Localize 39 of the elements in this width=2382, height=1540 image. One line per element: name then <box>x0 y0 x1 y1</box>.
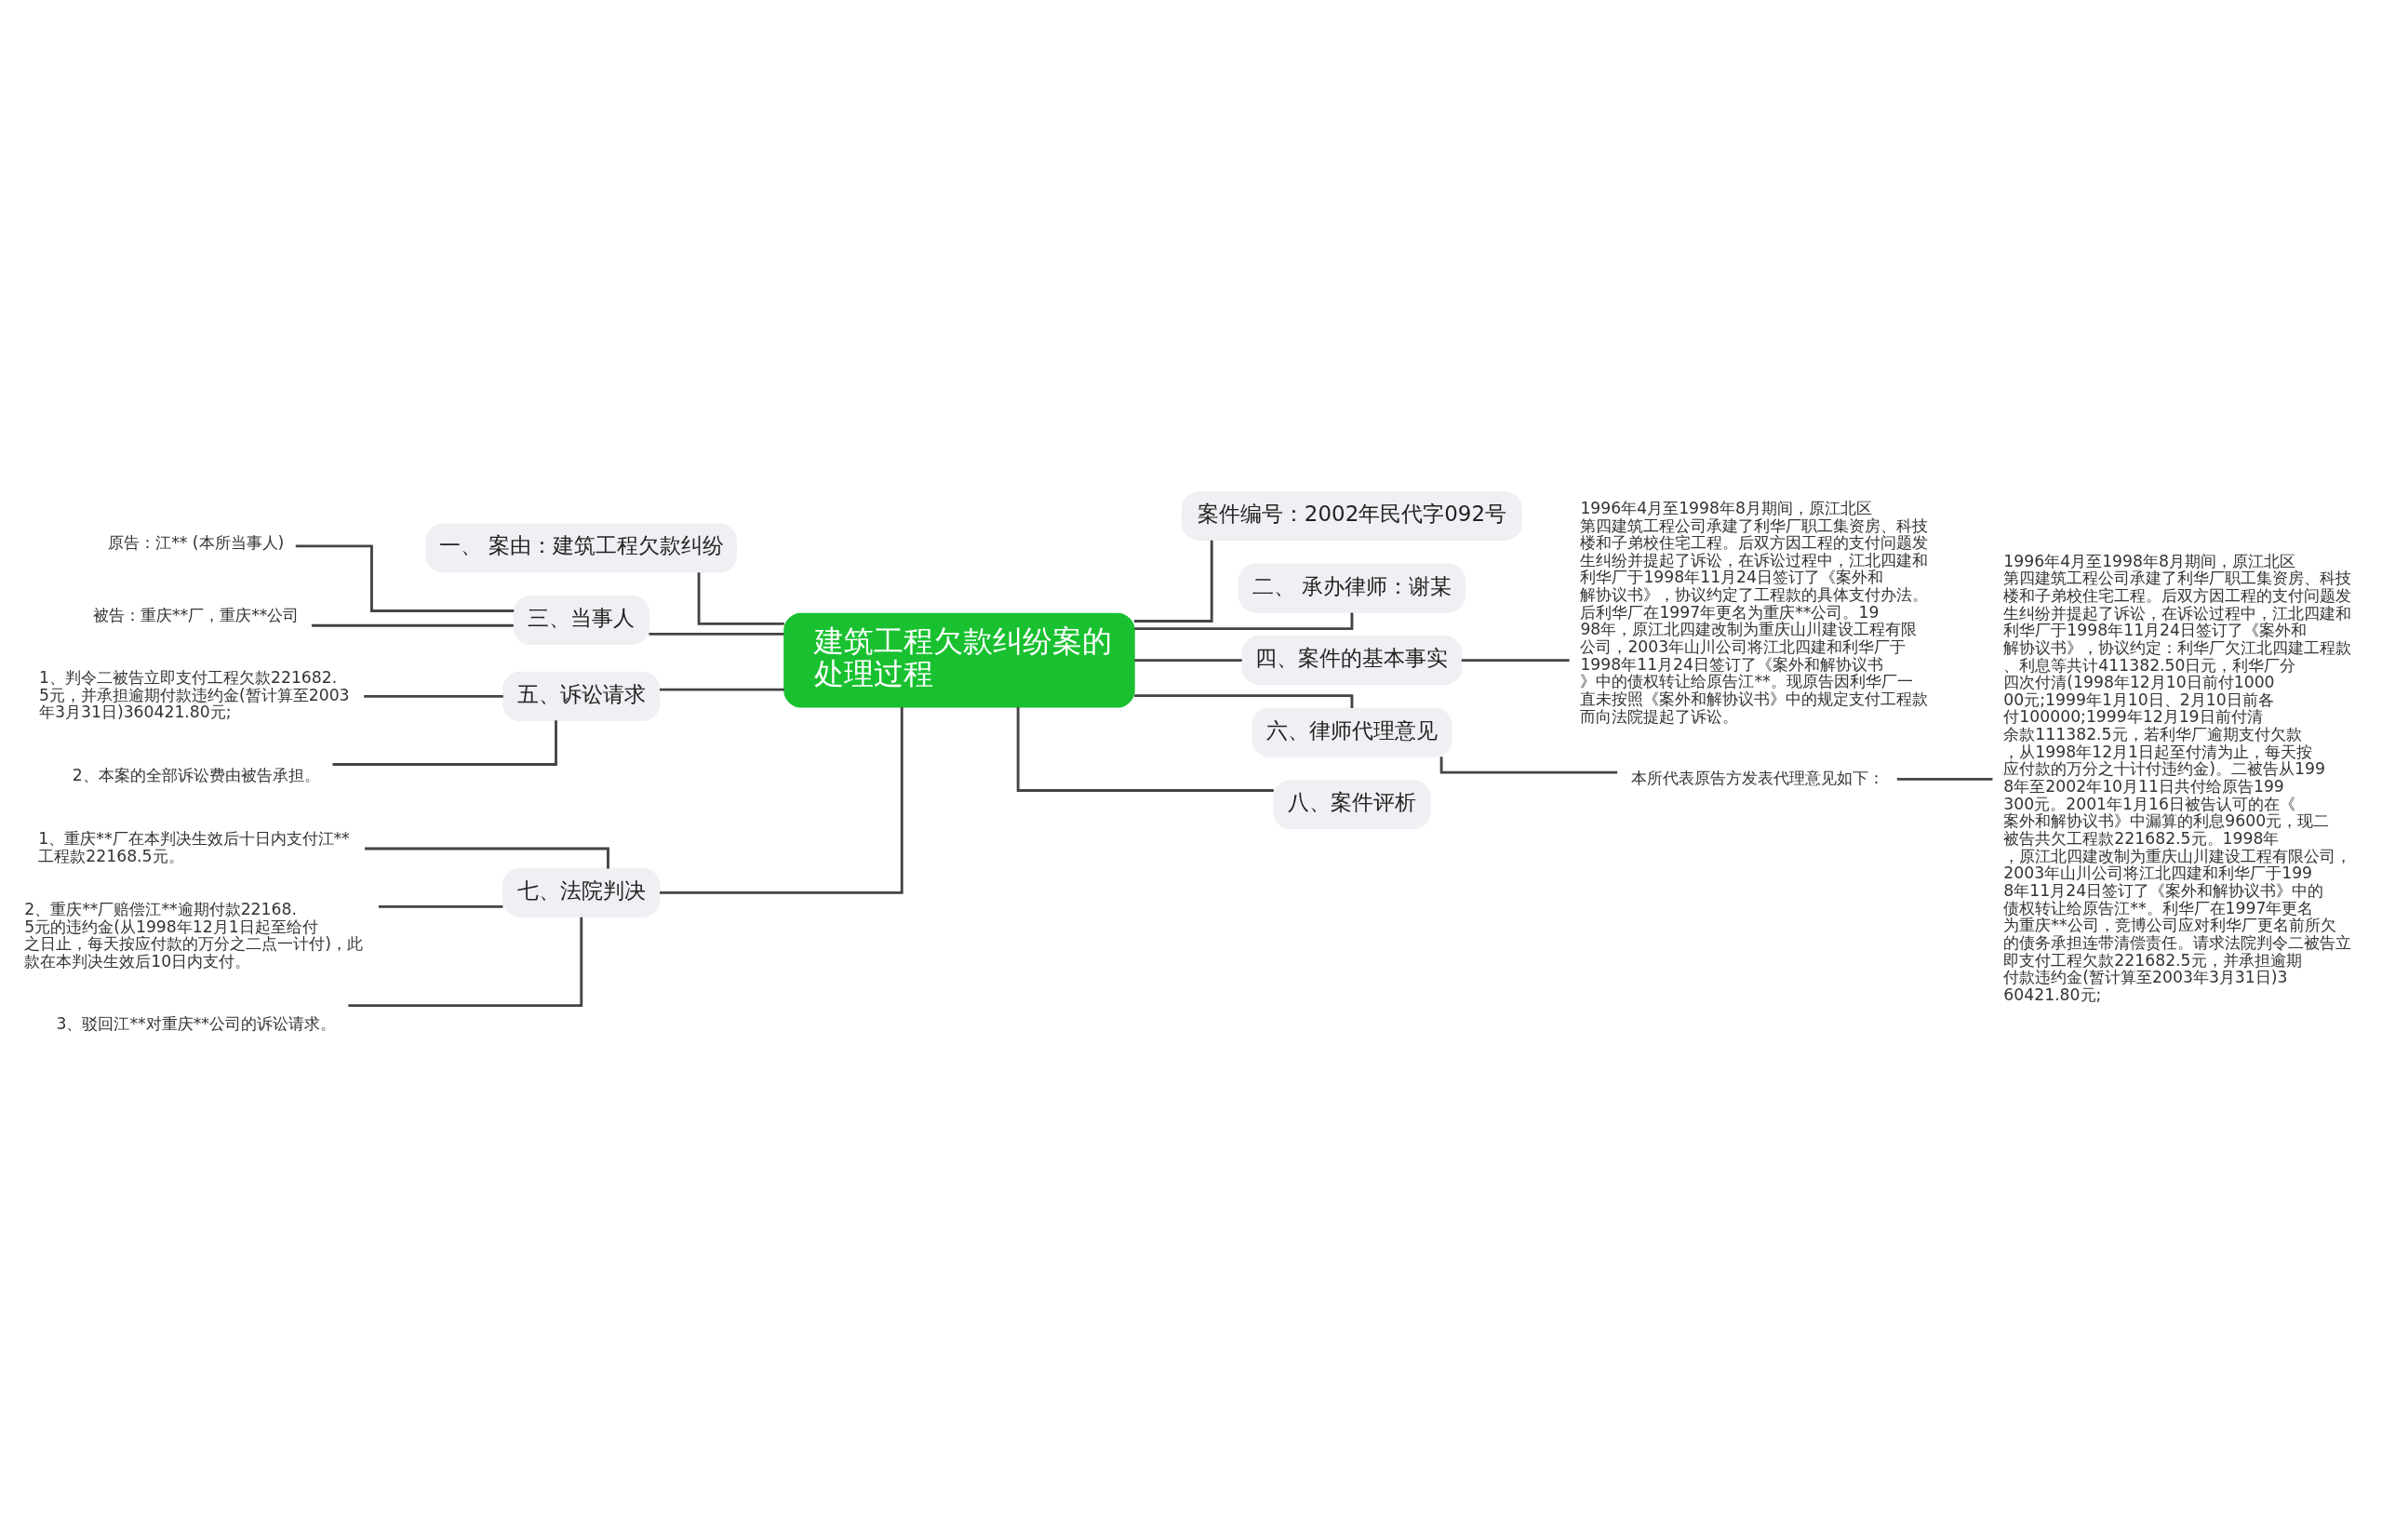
node-box: 二、 承办律师：谢某 <box>1238 563 1465 613</box>
connector <box>1896 777 1993 781</box>
node-text: 3、驳回江**对重庆**公司的诉讼请求。 <box>56 1013 336 1033</box>
connector <box>364 694 503 698</box>
node-box: 八、案件评析 <box>1273 779 1431 829</box>
connector <box>1134 658 1242 662</box>
connector <box>311 623 514 627</box>
node-text: 原告：江** (本所当事人) <box>108 532 285 552</box>
node-text: 2、本案的全部诉讼费由被告承担。 <box>72 765 320 784</box>
connector <box>1134 611 1354 630</box>
node-text: 本所代表原告方发表代理意见如下： <box>1630 768 1884 787</box>
node-box: 案件编号：2002年民代字092号 <box>1181 490 1522 541</box>
connector <box>1016 706 1274 792</box>
connector <box>365 847 609 868</box>
node-box: 六、律师代理意见 <box>1251 707 1452 757</box>
connector <box>348 917 583 1007</box>
node-text: 1、重庆**厂在本判决生效后十日内支付江**工程款22168.5元。 <box>38 828 350 865</box>
connector <box>295 543 515 612</box>
connector <box>649 632 784 636</box>
connector <box>697 571 784 625</box>
node-text: 2、重庆**厂赔偿江**逾期付款22168.5元的违约金(从1998年12月1日起至给付之日止，每天按应付款的万分之二点一计付)，此款在本判决生效后10日内支付。 <box>24 899 363 971</box>
connector <box>332 719 557 766</box>
node-box: 七、法院判决 <box>502 867 661 917</box>
node-box: 四、案件的基本事实 <box>1241 635 1463 685</box>
node-text: 被告：重庆**厂，重庆**公司 <box>92 605 300 624</box>
connector <box>1461 658 1570 662</box>
connector <box>378 904 503 908</box>
node-box: 建筑工程欠款纠纷案的处理过程 <box>783 612 1135 708</box>
node-box: 三、当事人 <box>513 595 649 645</box>
connector <box>659 688 784 691</box>
node-text: 1996年4月至1998年8月期间，原江北区第四建筑工程公司承建了利华厂职工集资房、科技楼和子弟校住宅工程。后双方因工程的支付问题发生纠纷并提起了诉讼，在诉讼过程中，江北四建和利华厂于1998年11月24日签订了《案外和解协议书》，协议约定：利华厂欠江北四建工程款、利息等共计411382.50日元，利华厂分四次付清(1998年12月10日前付100000元;1999年1月10日、2月10日前各付100000;1999年12月19日前付清余款111382.5元，若利华厂逾期支付欠款，从1998年12月1日起至付清为止，每天按应付款的万分之十计付违约金)。二被告从1998年至2002年10月11日共付给原告199300元。2001年1月16日被告认可的在《案外和解协议书》中漏算的利息9600元，现二被告共欠工程款221682.5元。1998年，原江北四建改制为重庆山川建设工程有限公司，2003年山川公司将江北四建和利华厂于1998年11月24日签订了《案外和解协议书》中的债权转让给原告江**。利华厂在1997年更名为重庆**公司，竞博公司应对利华厂更名前所欠的债务承担连带清偿责任。请求法院判令二被告立即支付工程欠款221682.5元，并承担逾期付款违约金(暂计算至2003年3月31日)360421.80元; <box>2003 551 2352 1004</box>
connector <box>1439 756 1618 774</box>
node-text: 1、判令二被告立即支付工程欠款221682.5元，并承担逾期付款违约金(暂计算至2003年3月31日)360421.80元; <box>39 667 350 721</box>
node-box: 五、诉讼请求 <box>502 671 661 721</box>
node-box: 一、 案由：建筑工程欠款纠纷 <box>425 522 737 573</box>
node-text: 1996年4月至1998年8月期间，原江北区第四建筑工程公司承建了利华厂职工集资房、科技楼和子弟校住宅工程。后双方因工程的支付问题发生纠纷并提起了诉讼，在诉讼过程中，江北四建和利华厂于1998年11月24日签订了《案外和解协议书》，协议约定了工程款的具体支付办法。后利华厂在1997年更名为重庆**公司。1998年，原江北四建改制为重庆山川建设工程有限公司，2003年山川公司将江北四建和利华厂于1998年11月24日签订了《案外和解协议书》中的债权转让给原告江**。现原告因利华厂一直未按照《案外和解协议书》中的规定支付工程款而向法院提起了诉讼。 <box>1580 498 1929 726</box>
connector <box>1134 540 1213 623</box>
connector <box>660 706 903 894</box>
connector <box>1134 693 1354 708</box>
